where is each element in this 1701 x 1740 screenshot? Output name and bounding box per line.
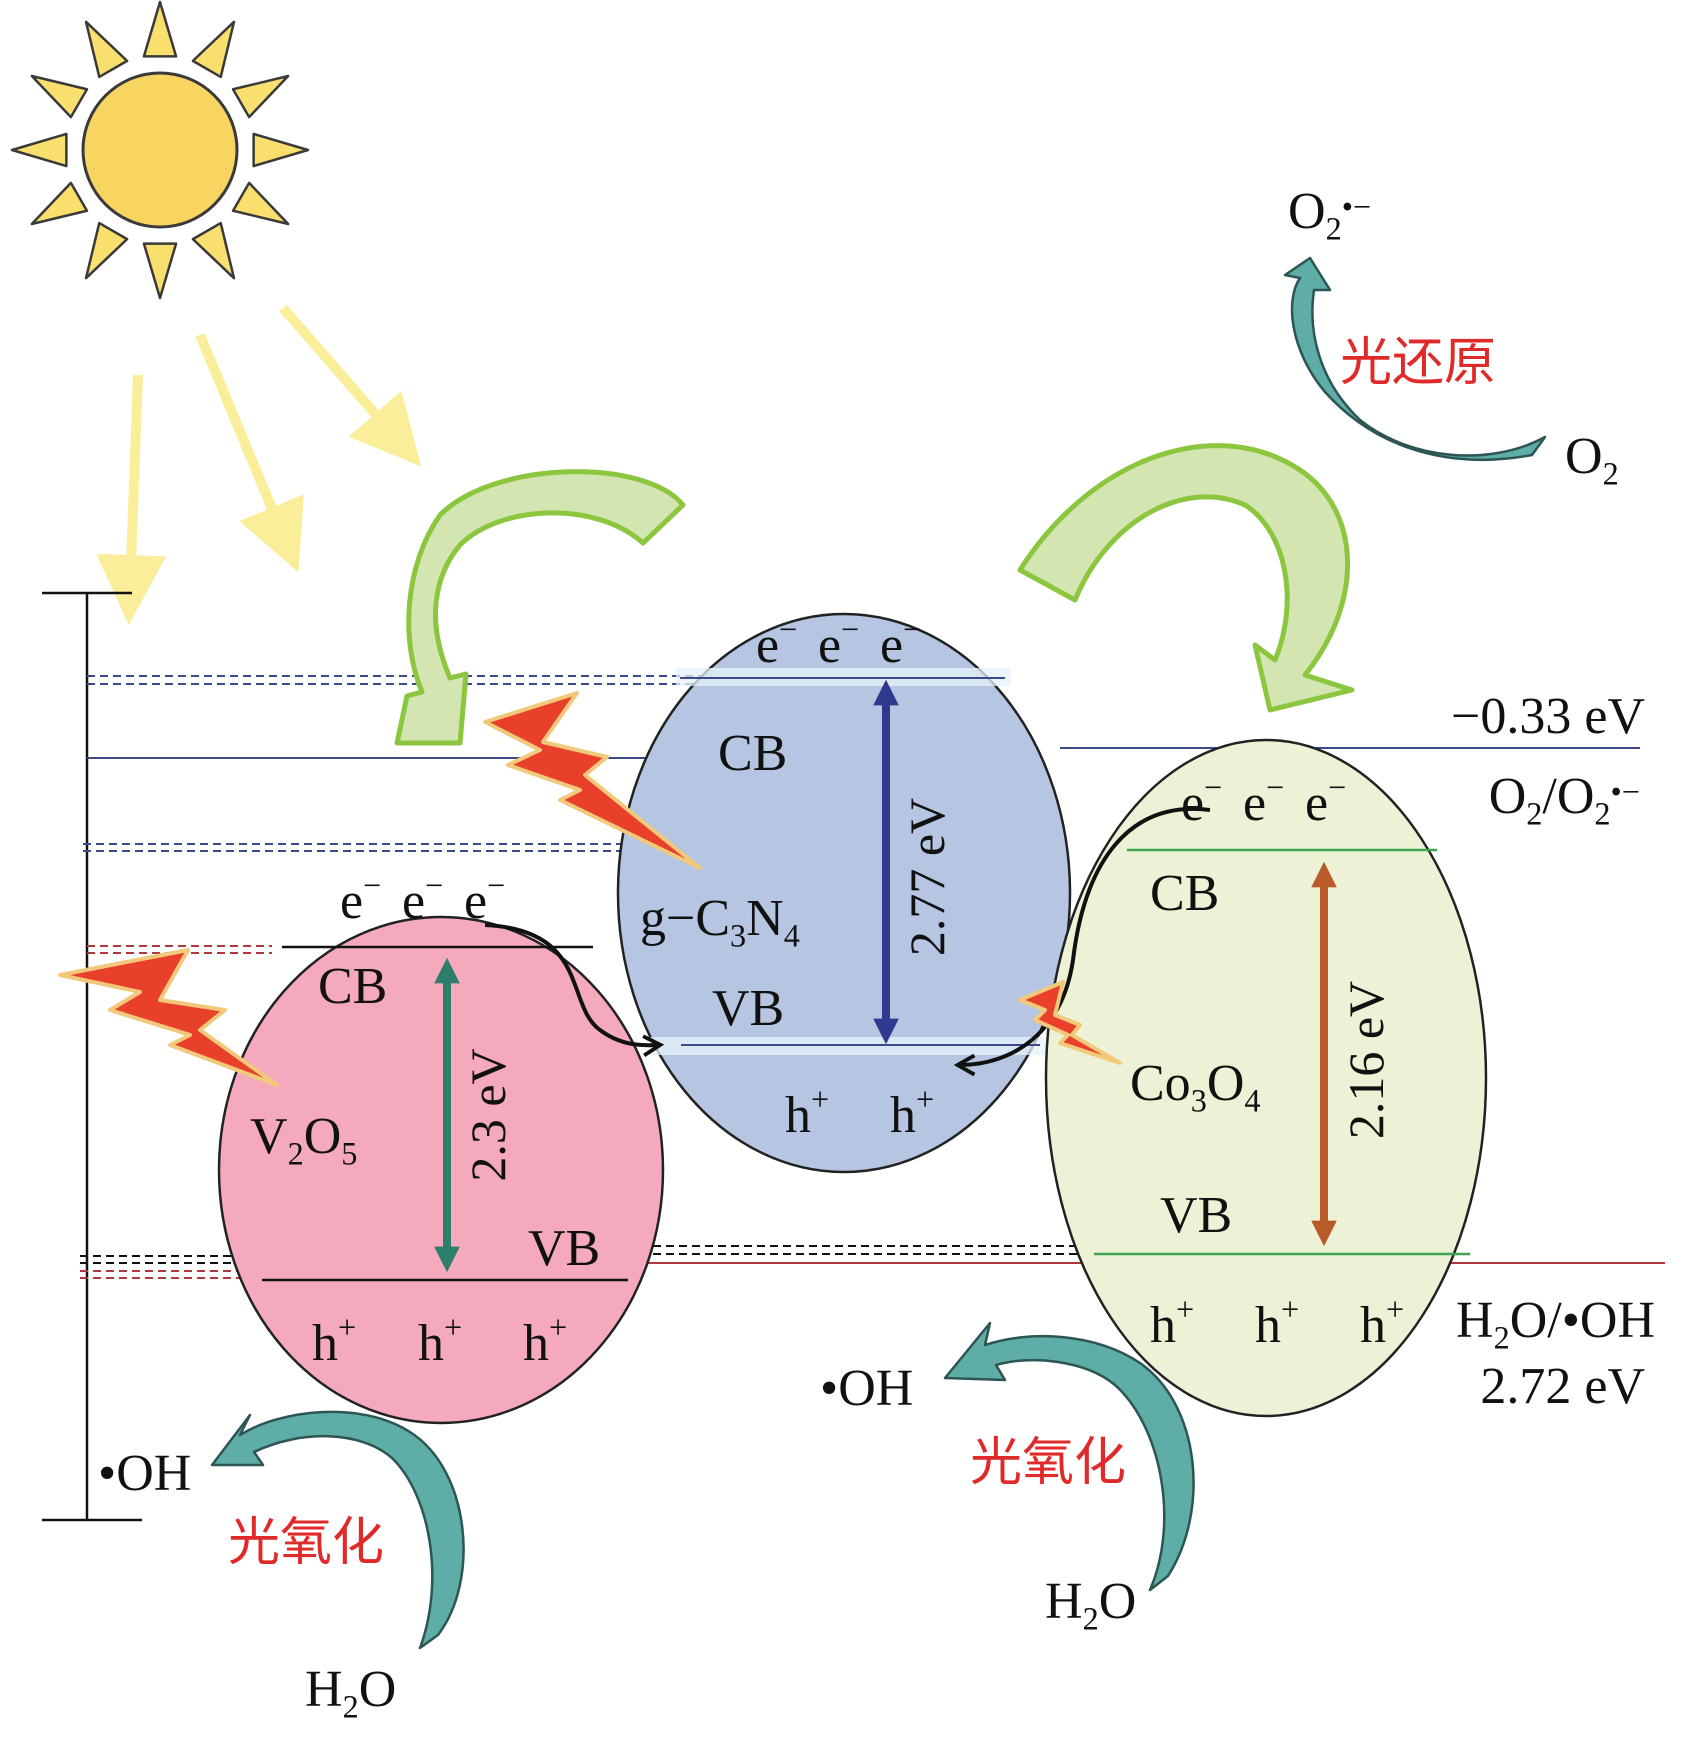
co3o4-gap-label: 2.16 eV <box>1338 981 1394 1139</box>
g-c3n4-gap-label: 2.77 eV <box>899 798 955 956</box>
energy-axis <box>42 591 142 1522</box>
co3o4-electron-3: e− <box>1305 769 1346 832</box>
v2o5-hole-3: h+ <box>523 1309 567 1372</box>
co3o4-electron-2: e− <box>1243 769 1284 832</box>
right-transfer-arrow <box>1017 443 1355 713</box>
left-transfer-arrow <box>394 469 686 746</box>
v2o5-electron-2: e− <box>402 867 443 930</box>
v2o5-vb-label: VB <box>528 1220 600 1277</box>
h2o-left-label: H2O <box>305 1661 396 1724</box>
hole-transfer-arrow <box>953 806 1211 1077</box>
electron-transfer-arrow <box>484 923 665 1057</box>
g-c3n4-electron-3: e− <box>880 611 921 674</box>
o2-radical-label: O2•− <box>1288 183 1371 246</box>
oh-radical-left-label: •OH <box>98 1445 191 1502</box>
oxidation-couple-label: H2O/•OH <box>1456 1292 1655 1355</box>
sun-icon <box>10 0 310 300</box>
co3o4-vb-label: VB <box>1160 1187 1232 1244</box>
h2o-right-label: H2O <box>1045 1573 1136 1636</box>
photo-reduction-arrow <box>1283 256 1547 462</box>
photo-reduction-label: 光还原 <box>1340 333 1496 393</box>
photo-oxidation-right-label: 光氧化 <box>970 1433 1126 1493</box>
reduction-potential-label: −0.33 eV <box>1451 688 1645 745</box>
v2o5-electron-1: e− <box>340 867 381 930</box>
v2o5-formula: V2O5 <box>250 1108 357 1171</box>
co3o4-particle <box>1044 738 1488 1418</box>
photo-oxidation-arrow-left <box>210 1410 465 1650</box>
co3o4-hole-1: h+ <box>1150 1291 1194 1354</box>
g-c3n4-vb-label: VB <box>712 980 784 1037</box>
oxidation-potential-label: 2.72 eV <box>1480 1358 1645 1415</box>
co3o4-hole-3: h+ <box>1360 1291 1404 1354</box>
g-c3n4-particle <box>616 612 1072 1174</box>
reduction-couple-label: O2/O2•− <box>1489 768 1640 831</box>
photo-oxidation-left-label: 光氧化 <box>228 1513 384 1573</box>
v2o5-hole-1: h+ <box>312 1309 356 1372</box>
co3o4-hole-2: h+ <box>1255 1291 1299 1354</box>
g-c3n4-electron-1: e− <box>756 611 797 674</box>
photo-oxidation-arrow-right <box>943 1321 1195 1592</box>
v2o5-hole-2: h+ <box>418 1309 462 1372</box>
o2-label: O2 <box>1565 428 1619 491</box>
g-c3n4-formula: g−C3N4 <box>640 890 800 953</box>
light-beam-icon <box>96 304 421 625</box>
photo-process-arrows <box>210 256 1547 1650</box>
v2o5-cb-label: CB <box>318 958 387 1015</box>
lightning-icon <box>58 691 1122 1087</box>
g-c3n4-cb-label: CB <box>718 725 787 782</box>
co3o4-cb-label: CB <box>1150 865 1219 922</box>
sun-ray-icon <box>10 0 310 300</box>
v2o5-electron-3: e− <box>464 867 505 930</box>
oh-radical-right-label: •OH <box>820 1360 913 1417</box>
co3o4-electron-1: e− <box>1181 769 1222 832</box>
v2o5-particle <box>217 915 665 1425</box>
g-c3n4-hole-2: h+ <box>890 1081 934 1144</box>
co3o4-formula: Co3O4 <box>1130 1055 1261 1118</box>
v2o5-gap-label: 2.3 eV <box>460 1048 516 1181</box>
g-c3n4-electron-2: e− <box>818 611 859 674</box>
g-c3n4-hole-1: h+ <box>785 1081 829 1144</box>
